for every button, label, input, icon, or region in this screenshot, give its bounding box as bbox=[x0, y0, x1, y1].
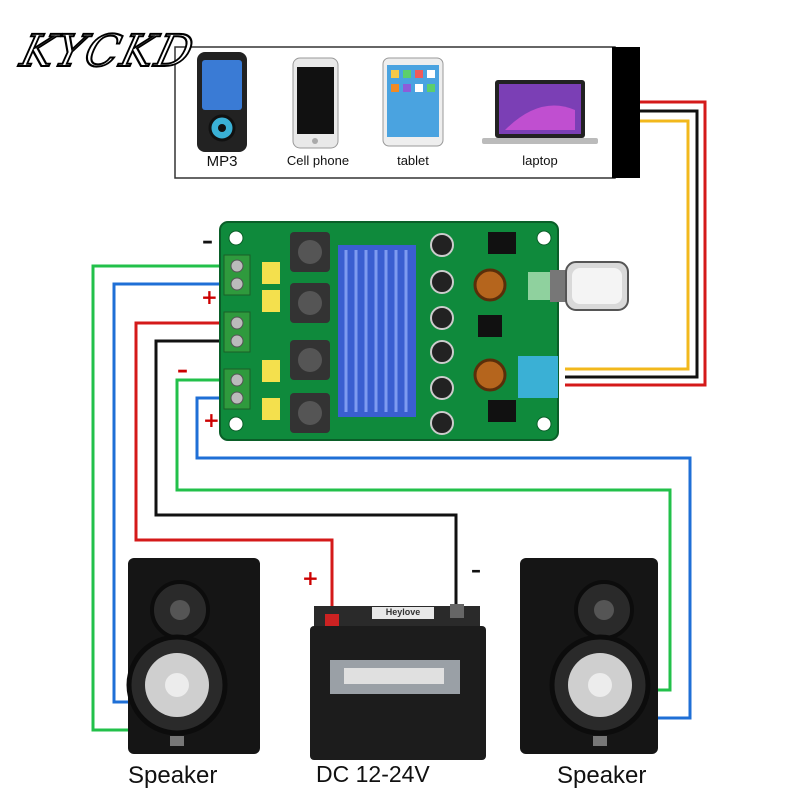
battery bbox=[310, 604, 486, 760]
power-wire-black bbox=[154, 339, 458, 606]
power-plus-sign: + bbox=[302, 566, 319, 590]
right-speaker-caption: Speaker bbox=[557, 762, 647, 789]
terminal-sign-right-minus: – bbox=[177, 358, 188, 383]
terminal-sign-left-plus: + bbox=[201, 285, 218, 309]
input-plug-block bbox=[612, 47, 640, 178]
right-speaker-wire-blue bbox=[195, 396, 692, 720]
right-speaker-wire-green bbox=[175, 378, 672, 692]
brand-logo: KYCKD bbox=[15, 25, 201, 78]
cell-phone-icon bbox=[292, 57, 339, 149]
source-label-mp3: MP3 bbox=[206, 153, 238, 170]
left-speaker bbox=[126, 558, 260, 754]
power-wire-red bbox=[134, 321, 334, 612]
terminal-sign-left-minus: – bbox=[202, 229, 213, 254]
source-label-laptop: laptop bbox=[522, 153, 558, 168]
volume-knob-shaft bbox=[550, 270, 566, 302]
mp3-player-icon bbox=[197, 52, 247, 152]
left-speaker-wire-green bbox=[91, 264, 232, 732]
source-label-cell-phone: Cell phone bbox=[286, 153, 350, 168]
amplifier-board bbox=[219, 221, 629, 441]
power-caption: DC 12-24V bbox=[316, 761, 430, 787]
input-wire-red bbox=[565, 100, 707, 387]
laptop-icon bbox=[482, 80, 598, 144]
audio-input-jack bbox=[518, 356, 558, 398]
input-wire-yellow bbox=[565, 119, 690, 371]
left-speaker-wire-blue bbox=[112, 282, 232, 704]
terminal-sign-right-plus: + bbox=[203, 408, 220, 432]
tablet-icon bbox=[382, 57, 444, 147]
battery-brand-label bbox=[372, 607, 434, 619]
input-wire-black bbox=[565, 109, 699, 379]
right-speaker bbox=[520, 558, 658, 754]
source-label-tablet: tablet bbox=[397, 153, 429, 168]
battery-brand-text: Heylove bbox=[385, 607, 421, 617]
power-minus-sign: – bbox=[471, 558, 481, 582]
left-speaker-caption: Speaker bbox=[128, 762, 218, 789]
